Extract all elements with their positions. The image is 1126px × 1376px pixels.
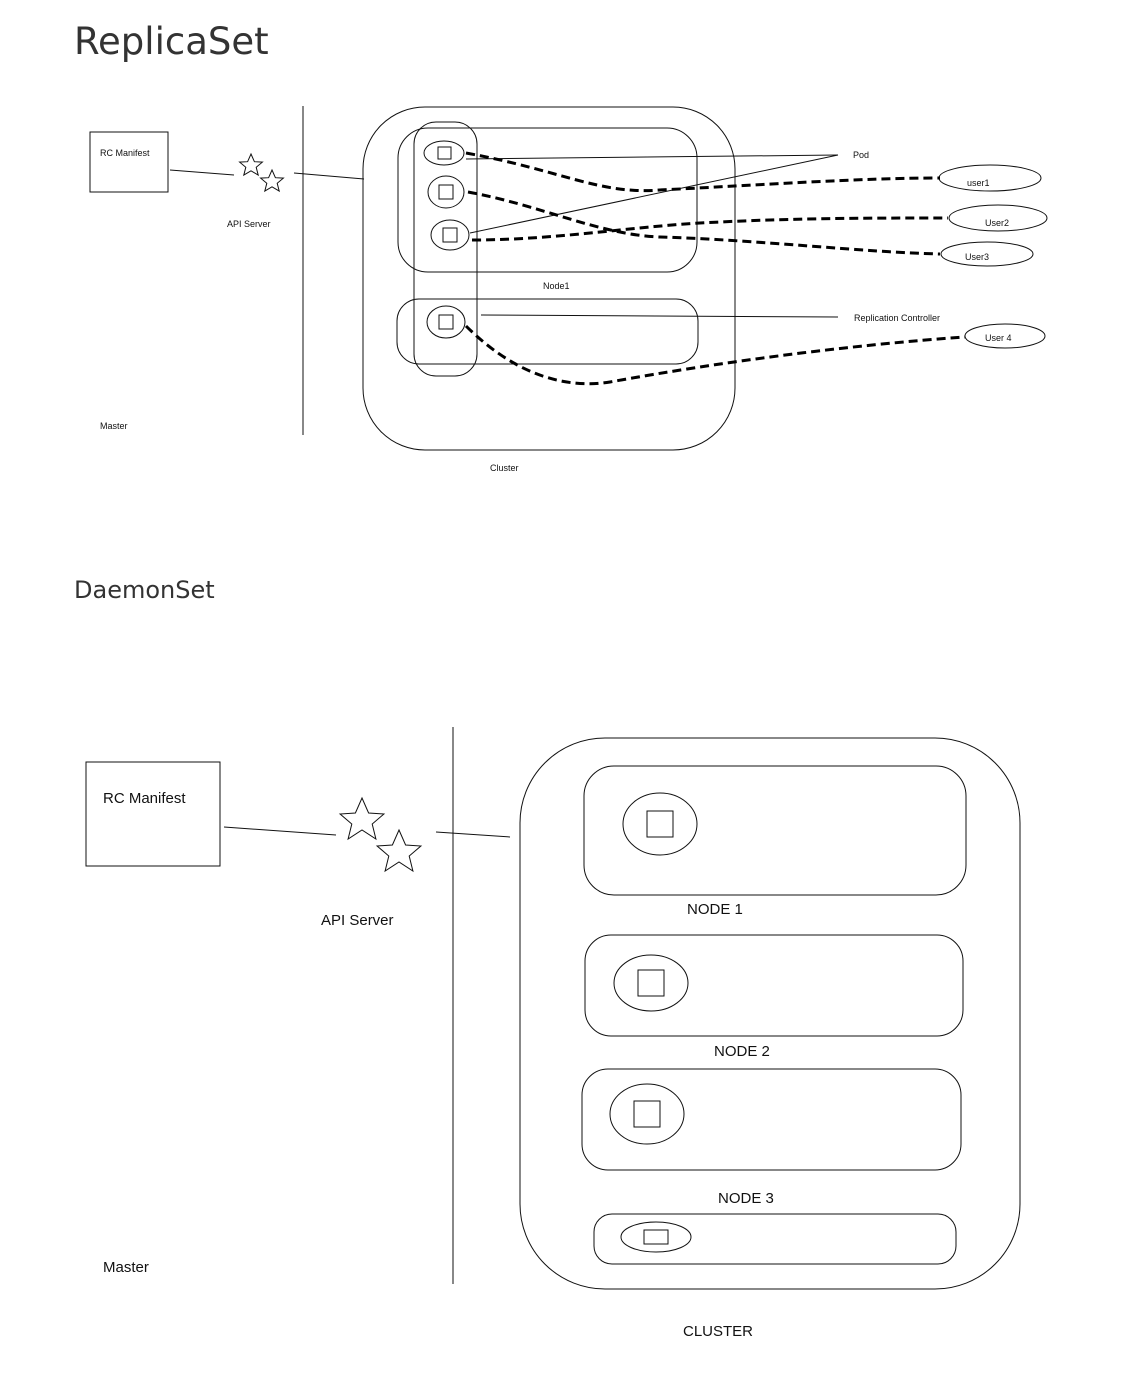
rs-user1-label: user1 xyxy=(967,178,990,188)
rs-pod xyxy=(430,219,470,251)
rs-cluster-box xyxy=(362,106,736,451)
rs-traffic-user3 xyxy=(467,190,941,256)
rs-rc-manifest-box xyxy=(89,131,169,193)
ds-node2-label: NODE 2 xyxy=(714,1043,770,1060)
daemonset-heading: DaemonSet xyxy=(74,576,215,604)
rs-replication-controller-label: Replication Controller xyxy=(854,313,940,323)
rs-node1-label: Node1 xyxy=(543,281,570,291)
rs-user3: User3 xyxy=(940,241,1034,267)
ds-node1-pod xyxy=(622,792,698,856)
rs-master-label: Master xyxy=(100,421,128,431)
rs-node2-box xyxy=(396,298,699,365)
ds-node3-label: NODE 3 xyxy=(718,1190,774,1207)
rs-user4: User 4 xyxy=(964,323,1046,349)
rs-pod xyxy=(423,140,465,166)
replicaset-heading: ReplicaSet xyxy=(74,20,269,63)
rs-user4-label: User 4 xyxy=(985,333,1012,343)
rs-pod xyxy=(427,175,465,209)
rs-user3-label: User3 xyxy=(965,252,989,262)
ds-api-server-label: API Server xyxy=(321,912,394,929)
rs-traffic-user2 xyxy=(471,216,949,242)
rs-pod-label: Pod xyxy=(853,150,869,160)
rs-api-server-label: API Server xyxy=(227,219,271,229)
rs-traffic-user1 xyxy=(465,151,941,193)
daemonset-diagram: RC Manifest API Server Master CLUSTER NO… xyxy=(85,727,1021,1340)
rs-pod-callout-line xyxy=(465,154,839,160)
ds-master-label: Master xyxy=(103,1259,149,1276)
rs-api-star-icon xyxy=(238,152,264,177)
rs-user2-label: User2 xyxy=(985,218,1009,228)
ds-node1-box xyxy=(583,765,967,896)
replicaset-diagram: RC Manifest API Server Master Cluster No… xyxy=(89,106,1048,473)
rs-pod-callout-line xyxy=(469,154,839,234)
ds-node4-pod xyxy=(620,1221,692,1253)
ds-cluster-box xyxy=(519,737,1021,1290)
rs-traffic-user4 xyxy=(464,324,966,386)
rs-api-to-cluster-line xyxy=(293,172,365,180)
ds-node3-pod xyxy=(609,1083,685,1145)
ds-node2-box xyxy=(584,934,964,1037)
ds-node1-label: NODE 1 xyxy=(687,901,743,918)
rs-api-star-icon-2 xyxy=(259,168,285,193)
rs-replication-controller-boundary xyxy=(413,121,478,377)
ds-node4-box xyxy=(593,1213,957,1265)
rs-user1: user1 xyxy=(938,164,1042,192)
rs-node1-box xyxy=(397,127,698,273)
ds-rc-manifest-label: RC Manifest xyxy=(103,790,186,807)
ds-node3-box xyxy=(581,1068,962,1171)
rs-user2: User2 xyxy=(948,204,1048,232)
ds-api-star-icon xyxy=(338,796,386,841)
ds-node2-pod xyxy=(613,954,689,1012)
ds-cluster-label: CLUSTER xyxy=(683,1323,753,1340)
ds-manifest-to-api-line xyxy=(223,826,337,836)
rs-cluster-label: Cluster xyxy=(490,463,519,473)
rs-rc-callout-line xyxy=(480,314,839,318)
rs-manifest-to-api-line xyxy=(169,169,235,176)
ds-api-star-icon-2 xyxy=(375,828,423,873)
ds-rc-manifest-box xyxy=(85,761,221,867)
ds-api-to-cluster-line xyxy=(435,831,511,838)
rs-pod xyxy=(426,305,466,339)
rs-rc-manifest-label: RC Manifest xyxy=(100,148,150,158)
